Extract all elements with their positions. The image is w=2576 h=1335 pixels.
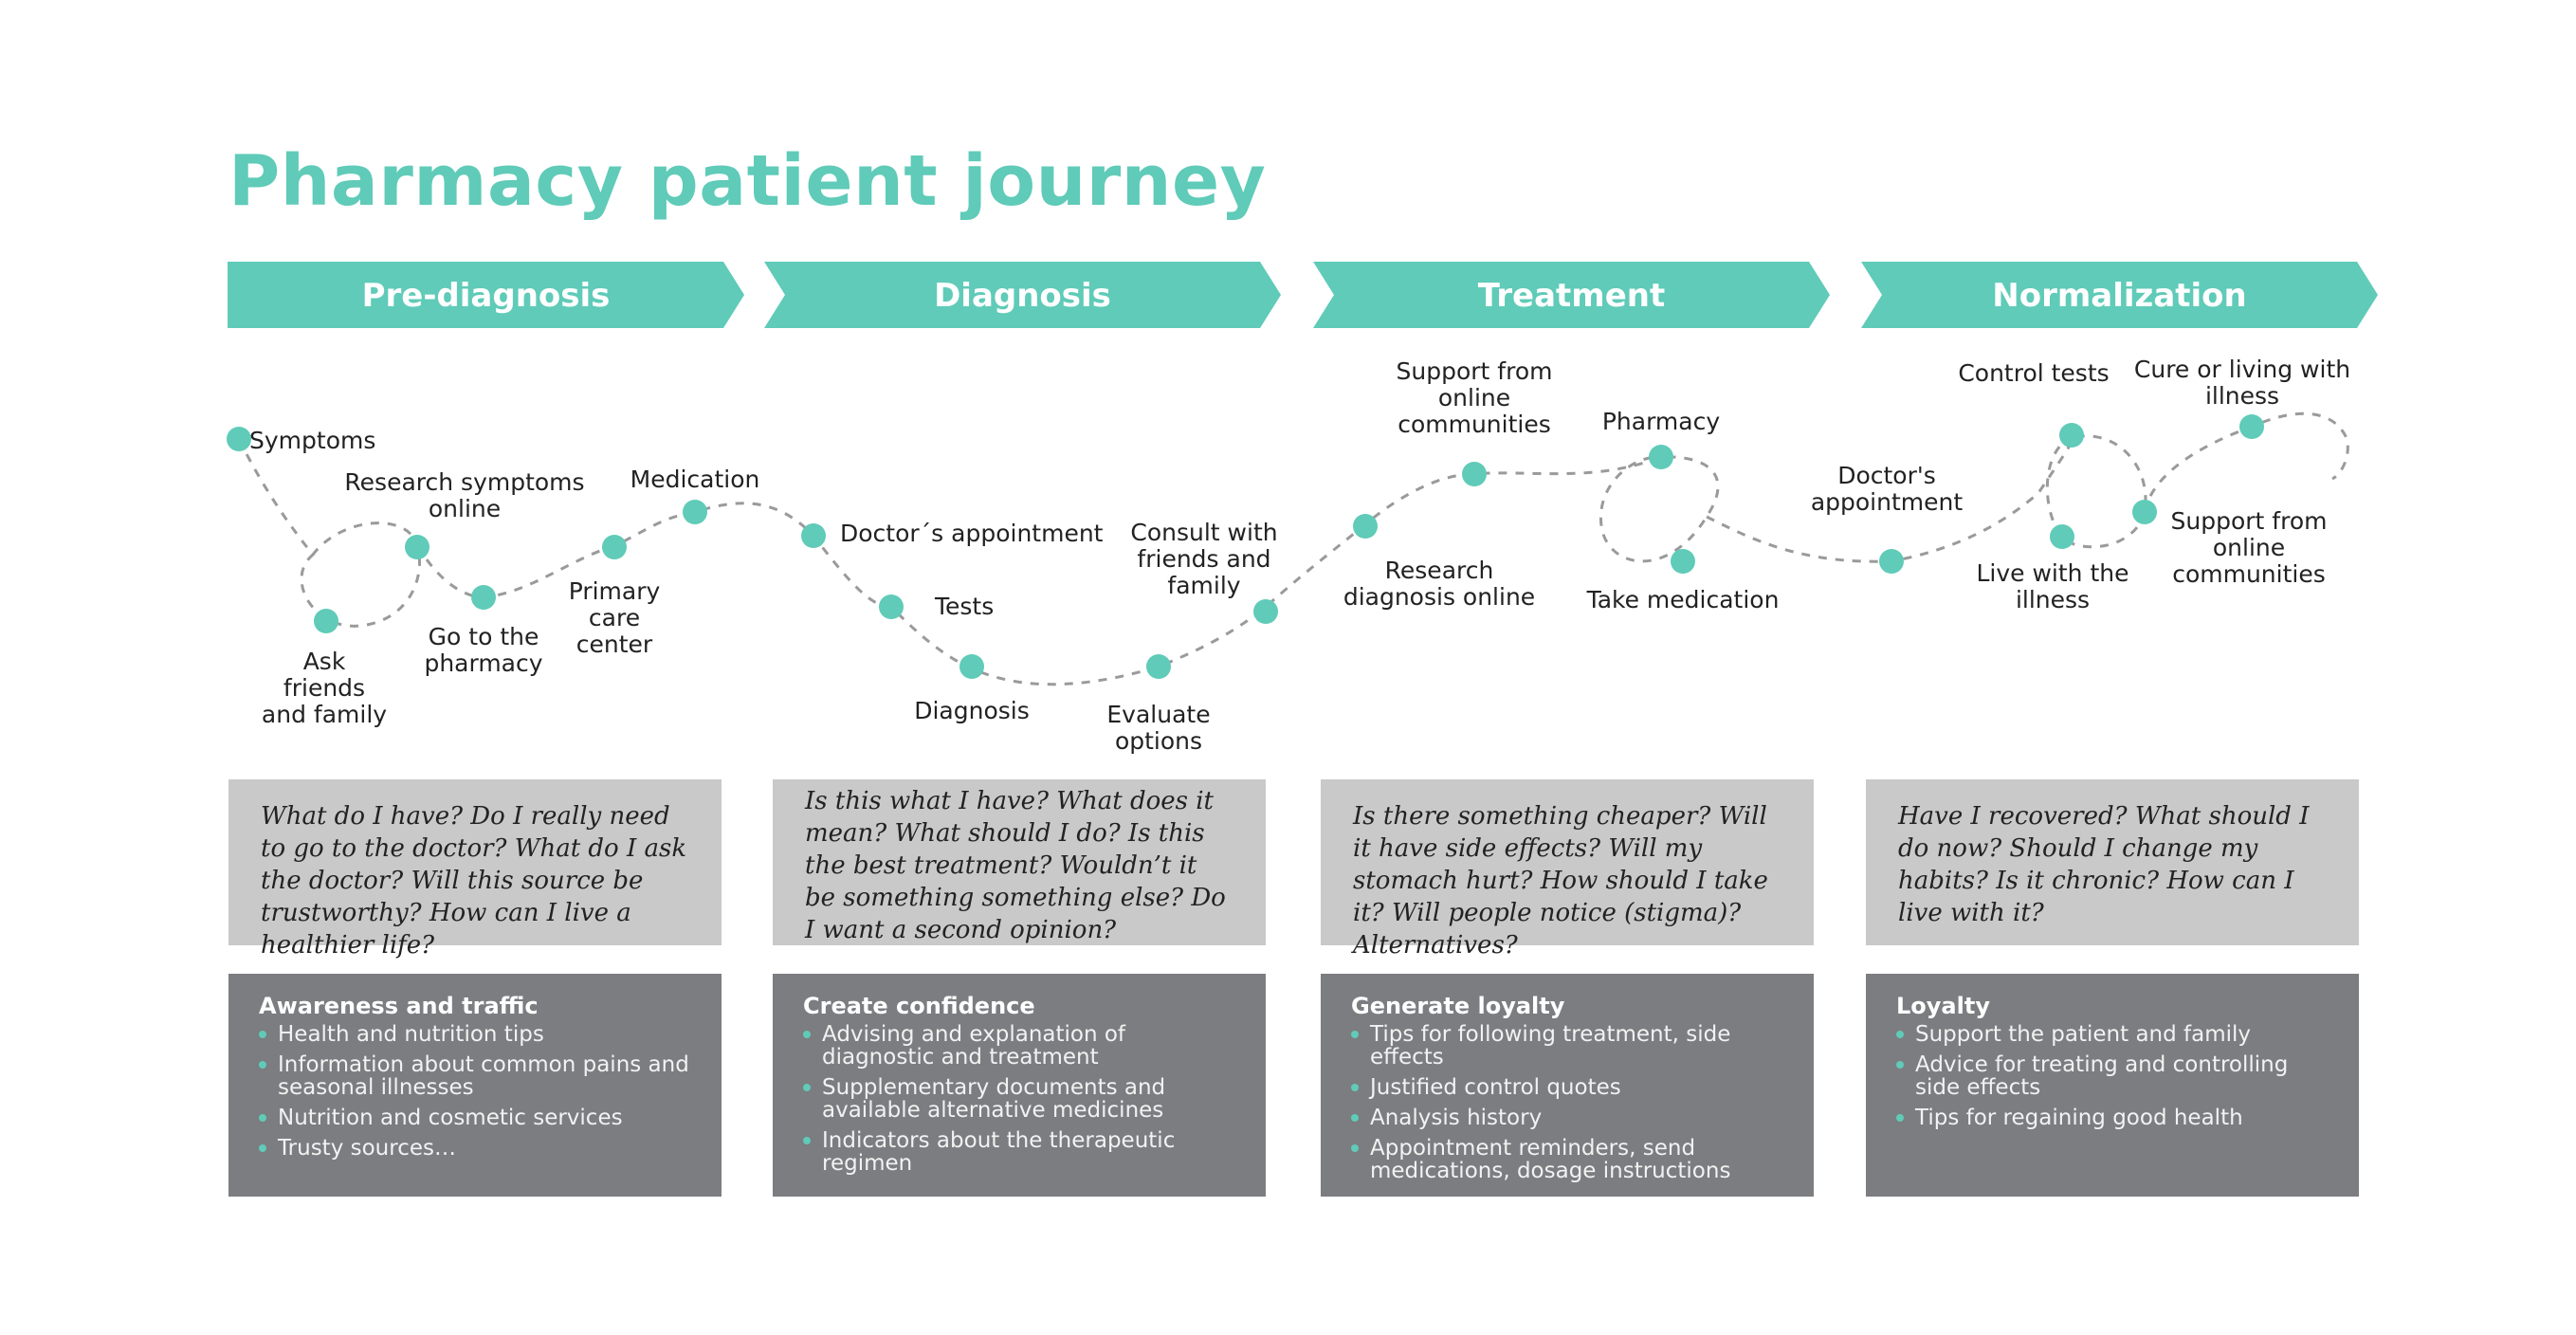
journey-step-dot	[471, 585, 496, 610]
journey-step-dot	[683, 500, 707, 524]
journey-step-label: Diagnosis	[914, 697, 1030, 724]
phase-chevron-diagnosis	[764, 262, 1281, 328]
goal-list-item: Advice for treating and controlling side…	[1896, 1053, 2329, 1099]
goal-title: Awareness and traffic	[259, 993, 539, 1019]
goal-list-item: Support the patient and family	[1896, 1023, 2329, 1046]
journey-step-dot	[314, 609, 338, 633]
journey-step-label: Doctor´s appointment	[840, 520, 1104, 547]
journey-step-dot	[1146, 654, 1171, 679]
journey-step-label: Symptoms	[249, 427, 375, 454]
goal-title: Generate loyalty	[1351, 993, 1565, 1019]
phase-label: Normalization	[1992, 277, 2246, 315]
patient-questions-box: Is this what I have? What does it mean? …	[773, 779, 1266, 945]
goal-list: Tips for following treatment, side effec…	[1351, 1023, 1783, 1182]
journey-step-label: Take medication	[1586, 586, 1780, 613]
goal-list-item: Supplementary documents and available al…	[803, 1076, 1235, 1122]
phase-chevron-normalization	[1861, 262, 2378, 328]
journey-step-dot	[2059, 423, 2084, 448]
journey-step-dot	[959, 654, 984, 679]
goal-list-item: Indicators about the therapeutic regimen	[803, 1129, 1235, 1175]
journey-step-label: Control tests	[1958, 359, 2109, 387]
goal-list-item: Advising and explanation of diagnostic a…	[803, 1023, 1235, 1069]
journey-step-dot	[2239, 414, 2264, 439]
journey-step-label: Medication	[630, 466, 760, 493]
journey-step-dot	[1253, 599, 1278, 624]
goal-list-item: Appointment reminders, send medications,…	[1351, 1137, 1783, 1182]
patient-questions-box: What do I have? Do I really need to go t…	[228, 779, 722, 960]
journey-step-dot	[602, 535, 627, 559]
goal-list-item: Nutrition and cosmetic services	[259, 1106, 691, 1129]
goal-list-item: Health and nutrition tips	[259, 1023, 691, 1046]
journey-step-dot	[801, 523, 826, 548]
journey-step-dot	[1462, 462, 1487, 486]
phase-chevron-pre-diagnosis	[228, 262, 744, 328]
phase-label: Pre-diagnosis	[362, 277, 611, 315]
journey-step-dot	[2132, 500, 2157, 524]
journey-step-dot	[1649, 445, 1673, 469]
patient-questions-box: Is there something cheaper? Will it have…	[1321, 779, 1814, 960]
patient-questions-box: Have I recovered? What should I do now? …	[1866, 779, 2359, 945]
journey-step-label: Tests	[934, 593, 994, 620]
goal-list: Advising and explanation of diagnostic a…	[803, 1023, 1235, 1175]
journey-step-dot	[879, 594, 904, 619]
goal-list-item: Tips for regaining good health	[1896, 1106, 2329, 1129]
phase-label: Treatment	[1478, 277, 1665, 315]
journey-step-dot	[1353, 514, 1378, 539]
journey-step-dot	[1671, 549, 1695, 574]
goal-list-item: Information about common pains and seaso…	[259, 1053, 691, 1099]
goal-list-item: Tips for following treatment, side effec…	[1351, 1023, 1783, 1069]
goal-list-item: Justified control quotes	[1351, 1076, 1783, 1099]
journey-step-label: Pharmacy	[1602, 408, 1720, 435]
goal-list-item: Analysis history	[1351, 1106, 1783, 1129]
journey-step-dot	[2050, 524, 2074, 549]
goal-title: Loyalty	[1896, 993, 1990, 1019]
page-title: Pharmacy patient journey	[228, 140, 1267, 222]
journey-step-dot	[405, 535, 429, 559]
journey-step-dot	[227, 427, 251, 451]
goal-list-item: Trusty sources…	[259, 1137, 691, 1160]
journey-dashed-path	[237, 411, 2349, 686]
goal-title: Create confidence	[803, 993, 1035, 1019]
phase-label: Diagnosis	[934, 277, 1111, 315]
phase-chevron-treatment	[1313, 262, 1830, 328]
journey-step-dot	[1879, 549, 1904, 574]
